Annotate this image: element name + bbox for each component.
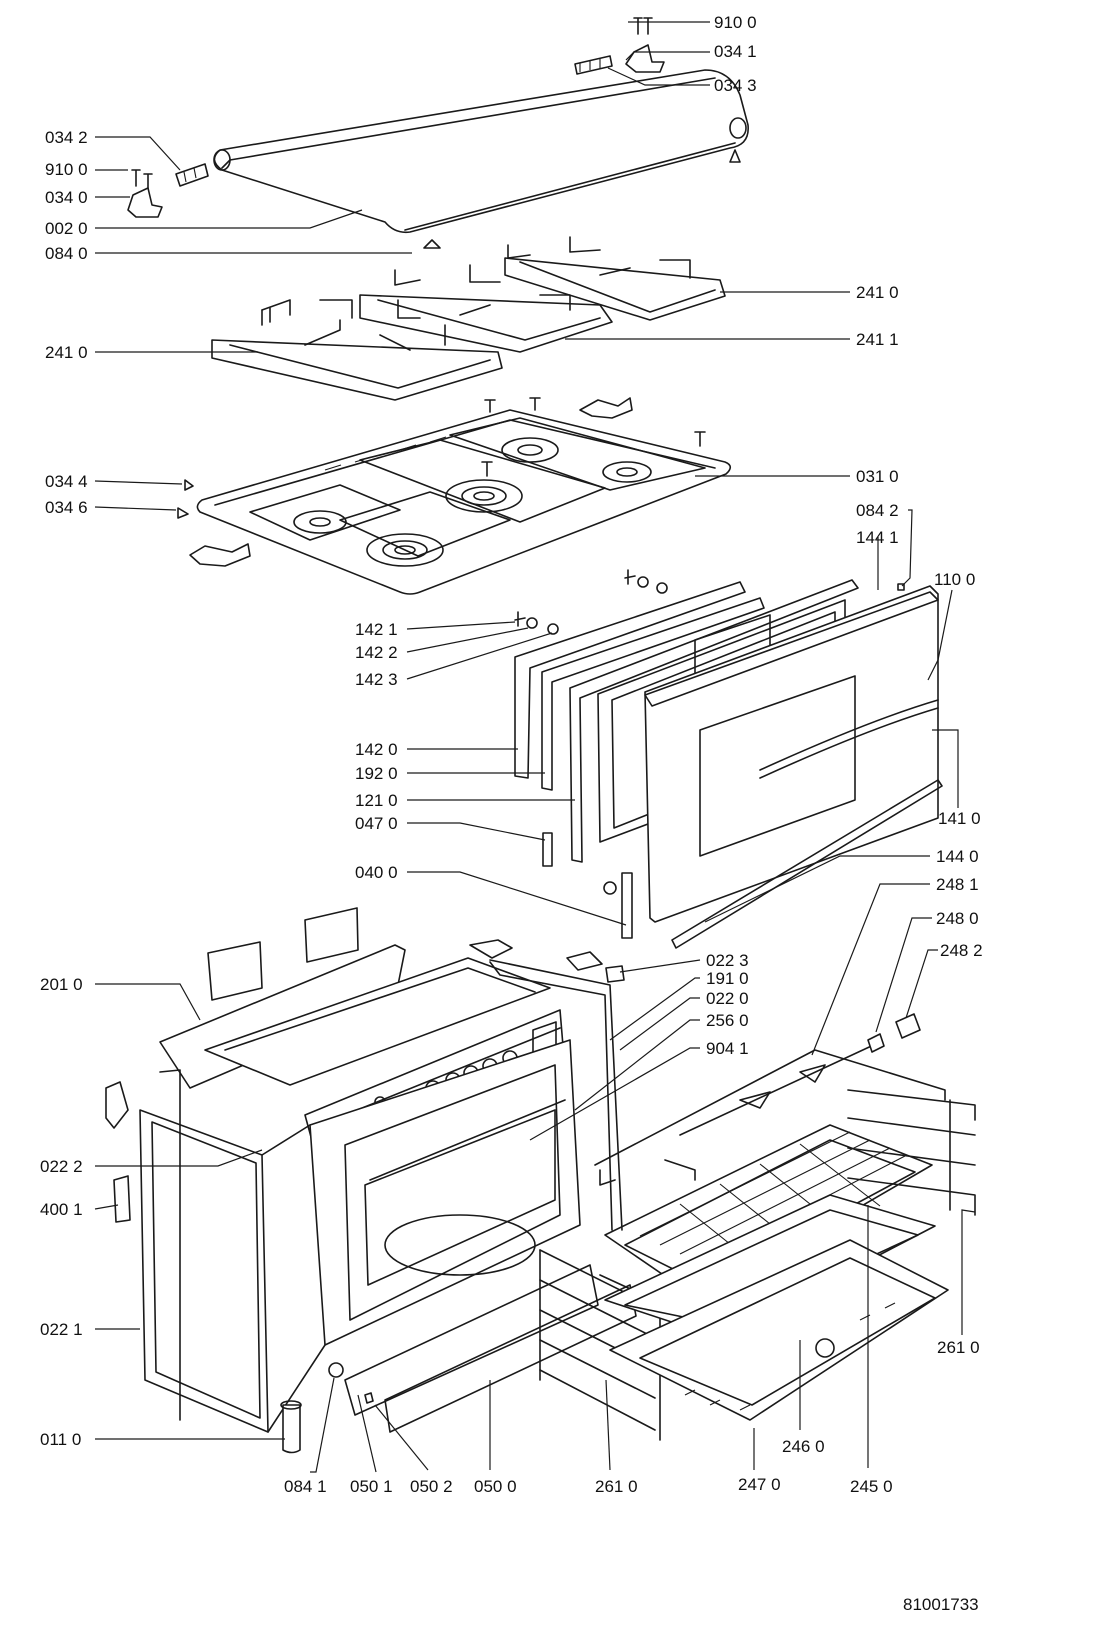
callout-label: 248 1 xyxy=(936,875,979,894)
callout-label: 144 1 xyxy=(856,528,899,547)
callout-label: 031 0 xyxy=(856,467,899,486)
callout-label: 034 0 xyxy=(45,188,88,207)
callout-label: 011 0 xyxy=(40,1430,81,1449)
callout-label: 256 0 xyxy=(706,1011,749,1030)
callout-label: 910 0 xyxy=(714,13,757,32)
callout-label: 192 0 xyxy=(355,764,398,783)
callout-label: 022 3 xyxy=(706,951,749,970)
callout-label: 034 2 xyxy=(45,128,88,147)
callout-label: 904 1 xyxy=(706,1039,749,1058)
callout-label: 191 0 xyxy=(706,969,749,988)
callout-label: 245 0 xyxy=(850,1477,893,1496)
callout-label: 241 1 xyxy=(856,330,899,349)
callout-label: 084 0 xyxy=(45,244,88,263)
leader-lines xyxy=(94,21,976,1473)
hob-top xyxy=(177,397,732,595)
callout-label: 050 2 xyxy=(410,1477,453,1496)
callout-label: 034 3 xyxy=(714,76,757,95)
callout-label: 084 2 xyxy=(856,501,899,520)
callout-label: 241 0 xyxy=(856,283,899,302)
callout-label: 034 1 xyxy=(714,42,757,61)
callout-labels: 910 0 034 1 034 3 034 2 910 0 034 0 002 … xyxy=(40,13,983,1496)
lid-assembly xyxy=(127,17,749,249)
callout-label: 241 0 xyxy=(45,343,88,362)
callout-label: 022 2 xyxy=(40,1157,83,1176)
oven-door-assembly xyxy=(514,569,943,949)
callout-label: 050 0 xyxy=(474,1477,517,1496)
callout-label: 034 6 xyxy=(45,498,88,517)
callout-label: 248 2 xyxy=(940,941,983,960)
callout-label: 910 0 xyxy=(45,160,88,179)
callout-label: 248 0 xyxy=(936,909,979,928)
callout-label: 141 0 xyxy=(938,809,981,828)
callout-label: 110 0 xyxy=(934,570,975,589)
callout-label: 084 1 xyxy=(284,1477,327,1496)
callout-label: 246 0 xyxy=(782,1437,825,1456)
callout-label: 142 3 xyxy=(355,670,398,689)
callout-label: 142 2 xyxy=(355,643,398,662)
callout-label: 144 0 xyxy=(936,847,979,866)
callout-label: 201 0 xyxy=(40,975,83,994)
callout-label: 142 0 xyxy=(355,740,398,759)
callout-label: 034 4 xyxy=(45,472,88,491)
pan-supports xyxy=(211,236,726,401)
callout-label: 022 0 xyxy=(706,989,749,1008)
callout-label: 400 1 xyxy=(40,1200,83,1219)
cabinet-body xyxy=(105,907,637,1454)
callout-label: 002 0 xyxy=(45,219,88,238)
callout-label: 142 1 xyxy=(355,620,398,639)
callout-label: 047 0 xyxy=(355,814,398,833)
oven-accessories xyxy=(539,1013,976,1441)
callout-label: 022 1 xyxy=(40,1320,83,1339)
callout-label: 050 1 xyxy=(350,1477,393,1496)
callout-label: 040 0 xyxy=(355,863,398,882)
document-number: 81001733 xyxy=(903,1595,979,1614)
callout-label: 247 0 xyxy=(738,1475,781,1494)
callout-label: 261 0 xyxy=(937,1338,980,1357)
callout-label: 261 0 xyxy=(595,1477,638,1496)
callout-label: 121 0 xyxy=(355,791,398,810)
